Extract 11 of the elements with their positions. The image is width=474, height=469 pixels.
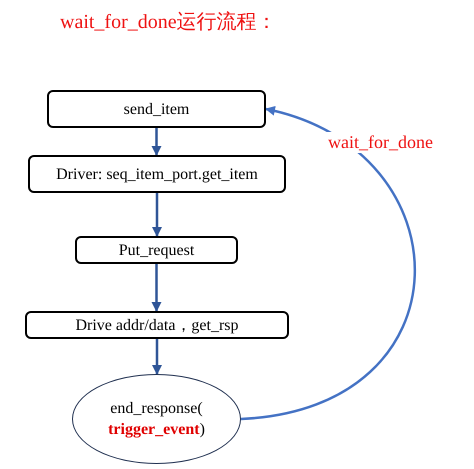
process-box: send_item — [47, 90, 266, 128]
process-box: Driver: seq_item_port.get_item — [28, 155, 286, 193]
arrow — [152, 339, 162, 375]
process-ellipse: end_response( trigger_event) — [72, 374, 241, 464]
edge-label: wait_for_done — [326, 132, 435, 153]
process-box: Drive addr/data，get_rsp — [25, 311, 289, 339]
arrow — [152, 264, 162, 312]
arrow — [152, 193, 162, 237]
title: wait_for_done运行流程： — [60, 10, 277, 35]
process-box: Put_request — [75, 236, 238, 264]
arrow — [152, 128, 162, 156]
